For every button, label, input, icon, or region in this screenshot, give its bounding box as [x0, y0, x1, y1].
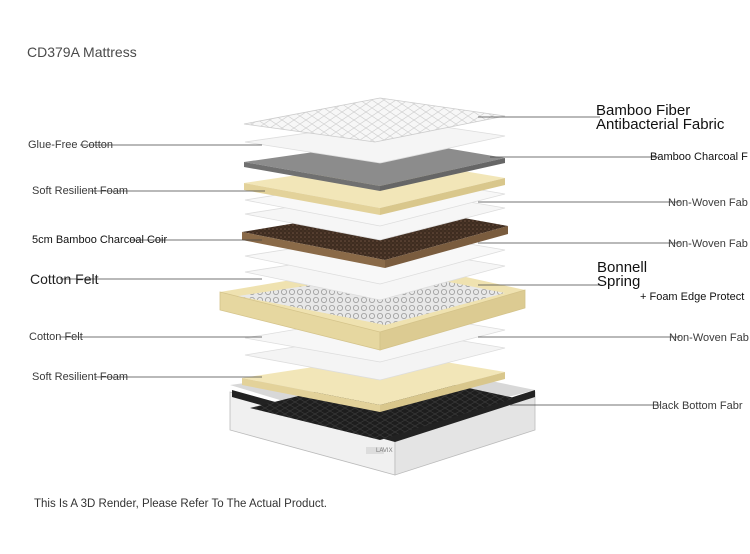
label-bamboo-fiber-line2: Antibacterial Fabric [596, 116, 725, 133]
disclaimer-note: This Is A 3D Render, Please Refer To The… [34, 498, 327, 510]
label-non-woven-fabric-2: Non-Woven Fab [668, 238, 748, 250]
base-brand-tag: LAVIX [376, 448, 393, 454]
bamboo-charcoal-fabric [244, 140, 505, 191]
label-non-woven-fabric-3: Non-Woven Fab [669, 332, 749, 344]
label-bamboo-fiber-line1: Bamboo Fiber [596, 102, 691, 119]
leader-lines [60, 116, 680, 406]
bamboo-fiber-fabric [243, 97, 506, 143]
label-bamboo-charcoal-coir: 5cm Bamboo Charcoal Coir [32, 234, 168, 246]
label-bamboo-charcoal-fabric: Bamboo Charcoal F [650, 151, 748, 163]
label-bonnell-line1: Bonnell [597, 259, 648, 276]
label-non-woven-fabric-1: Non-Woven Fab [668, 197, 748, 209]
bottom-foam-layer [242, 354, 505, 412]
label-glue-free-cotton: Glue-Free Cotton [28, 139, 113, 151]
label-foam-edge-protection: + Foam Edge Protect [640, 291, 745, 303]
label-bonnell-line2: Spring [597, 273, 641, 290]
page-title: CD379A Mattress [27, 44, 137, 60]
label-soft-resilient-foam-bottom: Soft Resilient Foam [32, 371, 128, 383]
label-cotton-felt-bottom: Cotton Felt [29, 331, 83, 343]
label-soft-resilient-foam-top: Soft Resilient Foam [32, 185, 128, 197]
label-black-bottom-fabric: Black Bottom Fabr [652, 400, 743, 412]
label-cotton-felt-top: Cotton Felt [30, 271, 99, 287]
